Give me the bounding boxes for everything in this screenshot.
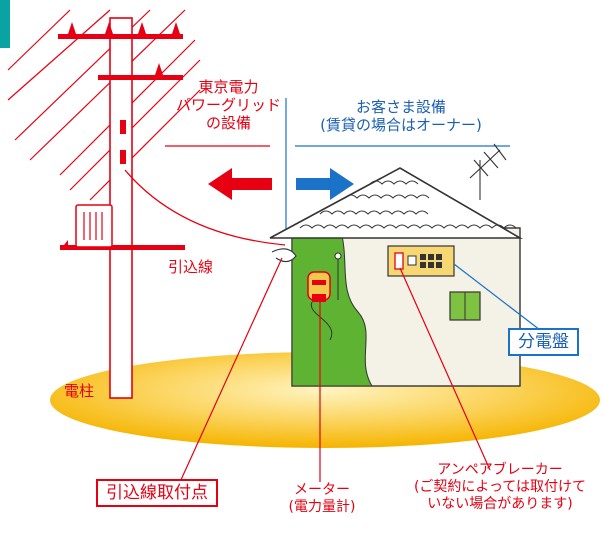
breaker-label-line1: アンペアブレーカー [437,462,563,478]
breaker-label-line3: いない場合があります) [427,495,573,512]
meter-label-line2: (電力量計) [288,498,356,515]
utility-equipment-label: 東京電力 パワーグリッド の設備 [176,78,281,132]
distribution-board-label: 分電盤 [508,328,579,357]
utility-equipment-line2: パワーグリッド [176,96,282,114]
red-left-arrow-icon [208,168,272,200]
blue-right-arrow-icon [296,168,354,200]
meter-label: メーター (電力量計) [282,482,362,516]
teal-corner-tab [0,0,10,48]
tv-antenna-icon [469,143,507,200]
attachment-point-label: 引込線取付点 [96,479,218,508]
house [269,167,523,387]
utility-pole [58,17,185,399]
customer-equipment-line1: お客さま設備 [355,98,446,116]
customer-equipment-label: お客さま設備 (賃貸の場合はオーナー) [296,98,506,134]
breaker-pointer [399,267,491,471]
attachment-hook [271,248,297,263]
customer-equipment-line2: (賃貸の場合はオーナー) [320,116,482,134]
meter-label-line1: メーター [294,482,350,498]
service-wire-label: 引込線 [168,258,214,276]
attachment-pointer [179,257,283,483]
service-wire-line [124,169,286,246]
utility-equipment-line1: 東京電力 [198,78,259,96]
utility-equipment-line3: の設備 [206,114,252,132]
board-pointer [453,263,541,331]
distribution-board-device [387,245,455,277]
meter-device [307,252,342,341]
utility-pole-label: 電柱 [64,382,95,400]
breaker-label-line2: (ご契約によっては取付けて [413,478,587,495]
breaker-label: アンペアブレーカー (ご契約によっては取付けて いない場合があります) [402,462,598,512]
